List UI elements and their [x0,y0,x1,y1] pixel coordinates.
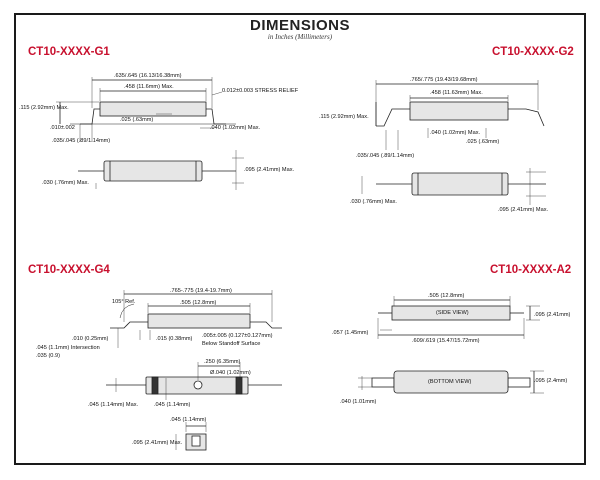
g4-standoff-label: .005±.005 (0.127±0.127mm) [202,333,273,339]
g1-top-width-label: .095 (2.41mm) Max. [244,167,295,173]
g2-left-lead [376,108,410,127]
g1-right-lead [206,108,226,125]
g1-left-lead [80,108,100,125]
g4-body [147,313,251,329]
g4-top-view [106,362,282,400]
g2-top-width-label: .095 (2.41mm) Max. [498,207,549,213]
g1-overall-label: .635/.645 (16.13/16.38mm) [114,73,182,79]
g4-intersection-sub-label: .035 (0.9) [36,353,60,359]
g2-top-body [411,172,509,196]
g4-standoff-sub-label: Below Standoff Surface [202,341,261,347]
a2-bottom-view-label: (BOTTOM VIEW) [428,379,472,385]
g2-body [409,101,509,121]
g4-lead-thick-label: .010 (0.25mm) [72,336,109,342]
g4-end-width-label: .045 (1.14mm) [170,417,207,423]
g1-side-view [56,77,236,142]
g4-angle-label: 105° Ref. [112,299,136,305]
g1-top-wire-label: .030 (.76mm) Max. [42,180,89,186]
g1-lead-pitch-label: .035/.045 (.89/1.14mm) [52,138,111,144]
page-title: DIMENSIONS [249,17,350,34]
part-number-g1: CT10-XXXX-G1 [28,46,110,58]
g4-side-view [110,290,282,348]
a2-overall-label: .609/.619 (15.47/15.72mm) [412,338,480,344]
g4-intersection-label: .045 (1.1mm) Intersection [36,345,100,351]
g4-hole [193,380,203,390]
g2-side-view [375,80,545,150]
g2-height-label: .115 (2.92mm) Max. [319,114,369,120]
g4-overall-label: .765-.775 (19.4-19.7mm) [170,288,232,294]
g4-lead-w2-label: .045 (1.14mm) [154,402,191,408]
a2-width-label: .095 (2.4mm) [534,378,568,384]
g4-left-lead [110,321,148,329]
g1-top-view [78,150,244,190]
g1-height-label: .115 (2.92mm) Max. [19,105,69,111]
g4-band-pitch-label: .250 (6.35mm) [204,359,241,365]
g1-top-body [103,160,203,182]
g2-top-view [361,168,546,205]
g4-lead-w1-label: .045 (1.14mm) Max. [88,402,139,408]
g1-lead-label: .040 (1.02mm) Max. [210,125,261,131]
g2-foot-label: .025 (.63mm) [466,139,500,145]
g2-overall-label: .765/.775 (19.43/19.68mm) [410,77,478,83]
g4-angle-arc [119,303,135,319]
g2-lead-label: .040 (1.02mm) Max. [430,130,481,136]
part-number-a2: CT10-XXXX-A2 [490,264,572,276]
g4-end-view [175,422,207,451]
g2-lead-pitch-label: .035/.045 (.89/1.14mm) [356,153,415,159]
g4-body-label: .505 (12.8mm) [180,300,217,306]
a2-lead-gap-label: .057 (1.45mm) [332,330,369,336]
g1-body [99,101,207,117]
g2-right-lead [508,108,545,127]
g4-end-height-label: .095 (2.41mm) Max. [132,440,183,446]
a2-side-view-label: (SIDE VIEW) [436,310,469,316]
part-number-g4: CT10-XXXX-G4 [28,264,110,276]
a2-lead-label: .040 (1.01mm) [340,399,377,405]
a2-bottom-body [393,370,509,394]
a2-side-view [377,296,540,339]
g4-right-lead [250,321,282,329]
a2-body-label: .505 (12.8mm) [428,293,465,299]
g4-hole-label: Ø.040 (1.02mm) [210,370,251,376]
g2-top-wire-label: .030 (.76mm) Max. [350,199,397,205]
g1-foot-label: .025 (.63mm) [120,117,154,123]
g4-foot-label: .015 (0.38mm) [156,336,193,342]
part-number-g2: CT10-XXXX-G2 [492,46,574,58]
g2-body-label: .458 (11.63mm) Max. [430,90,483,96]
g1-standoff-label: .010±.002 [50,125,75,131]
g1-body-label: .458 (11.6mm) Max. [124,84,174,90]
g1-stress-label: 0.012±0.003 STRESS RELIEF [222,88,299,94]
a2-height-label: .095 (2.41mm) [534,312,571,318]
page-subtitle: in Inches (Millimeters) [267,33,333,41]
a2-bottom-view [358,370,544,394]
